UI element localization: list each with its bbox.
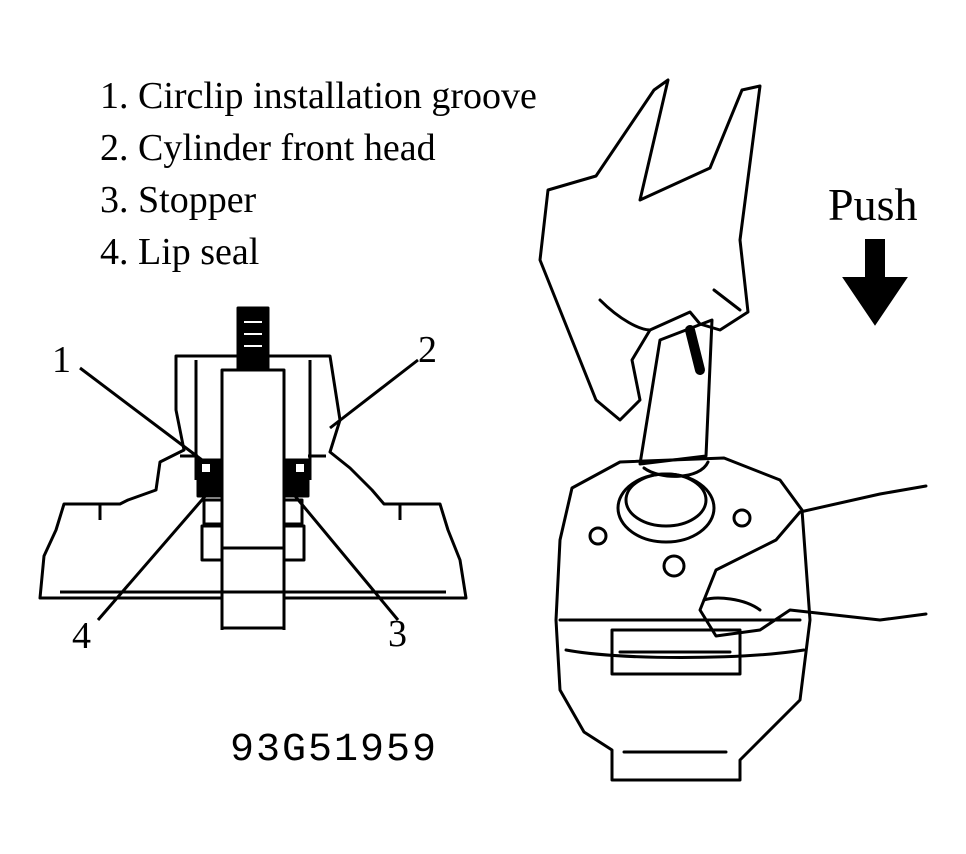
- legend-number: 4.: [100, 231, 129, 273]
- shaft: [220, 368, 286, 630]
- callout-2: 2: [418, 329, 437, 371]
- upper-hand: [538, 78, 762, 422]
- leader-line-1: [79, 366, 203, 462]
- push-label: Push: [828, 179, 918, 230]
- push-arrow-icon: [842, 239, 908, 326]
- legend-text: Stopper: [138, 179, 257, 221]
- legend-item-lip-seal: 4. Lip seal: [100, 226, 537, 278]
- legend-item-cylinder-front-head: 2. Cylinder front head: [100, 122, 537, 174]
- callout-3: 3: [388, 613, 407, 655]
- lower-hand: [698, 484, 928, 638]
- legend-number: 1.: [100, 75, 129, 117]
- legend-text: Cylinder front head: [138, 127, 436, 169]
- parts-legend: 1. Circlip installation groove 2. Cylind…: [100, 70, 537, 278]
- legend-item-stopper: 3. Stopper: [100, 174, 537, 226]
- legend-text: Circlip installation groove: [138, 75, 537, 117]
- legend-item-circlip-groove: 1. Circlip installation groove: [100, 70, 537, 122]
- leader-line-2: [329, 358, 419, 430]
- compressor-body: [554, 456, 812, 782]
- installer-tool: [638, 318, 714, 466]
- shaft-threaded-tip: [236, 306, 270, 372]
- callout-1: 1: [52, 339, 71, 381]
- legend-number: 3.: [100, 179, 129, 221]
- callout-4: 4: [72, 615, 91, 657]
- leader-line-3: [288, 489, 400, 621]
- leader-line-4: [96, 485, 216, 621]
- figure-code: 93G51959: [230, 728, 439, 773]
- legend-text: Lip seal: [138, 231, 260, 273]
- legend-number: 2.: [100, 127, 129, 169]
- compressor-label-plate: [610, 628, 742, 676]
